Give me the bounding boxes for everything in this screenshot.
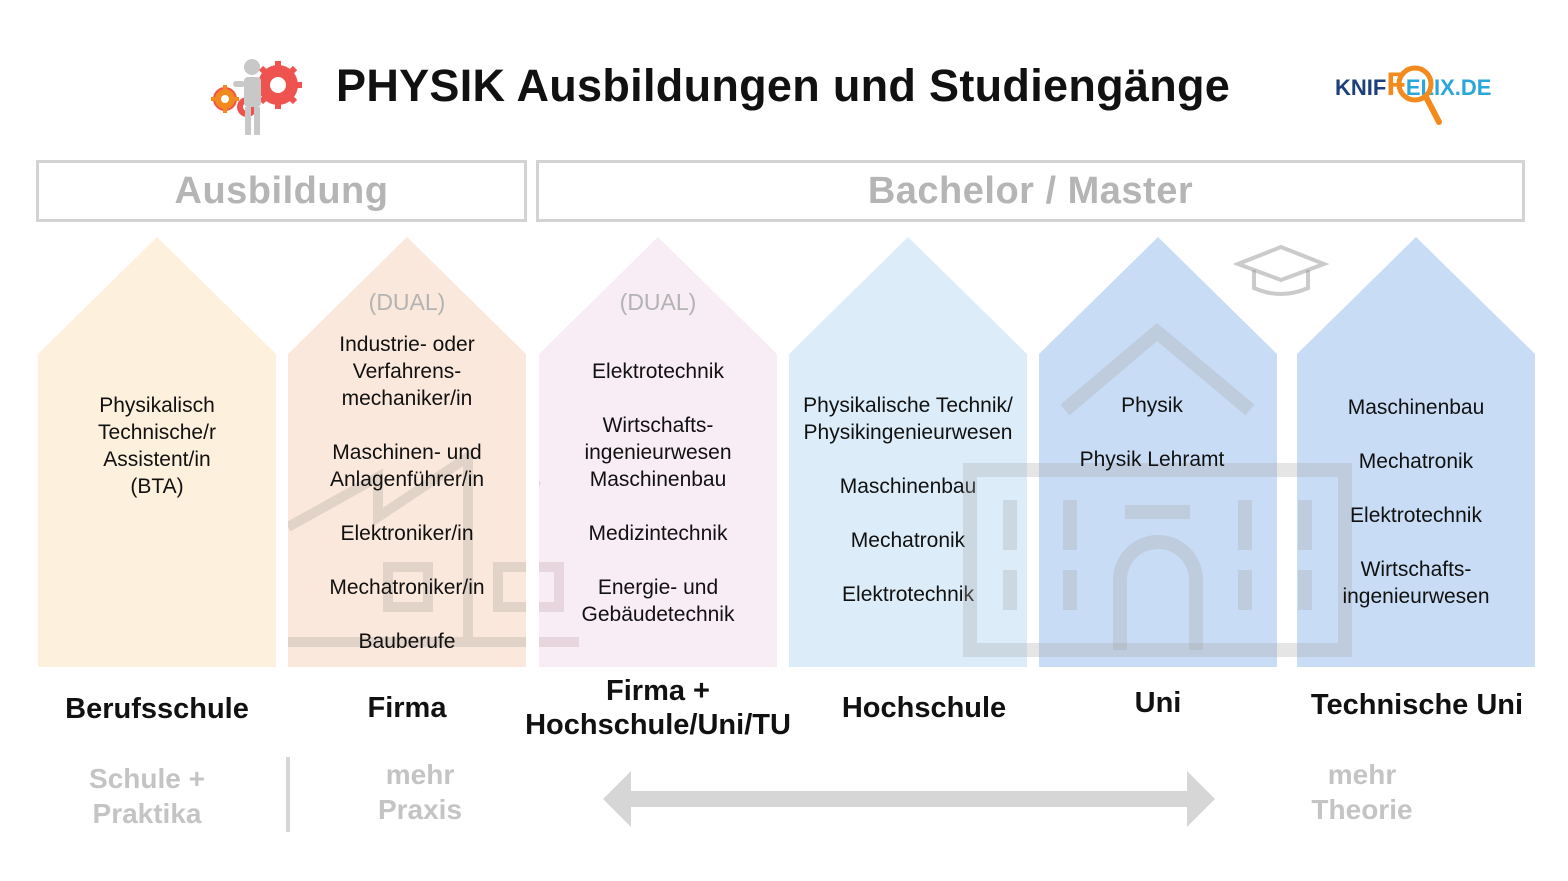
- divider: [286, 757, 290, 832]
- item-text: Elektroniker/in: [340, 522, 474, 545]
- item-text: Elektrotechnik: [592, 360, 724, 383]
- gear-figure-icon: [205, 55, 305, 140]
- house-uni: [1039, 237, 1277, 667]
- factory-icon: [539, 481, 579, 647]
- logo-text-part3: ELIX.DE: [1405, 75, 1492, 100]
- house-firma-hochschule: (DUAL) Elektrotechnik Wirtschafts- ingen…: [539, 237, 777, 667]
- item-text: Wirtschafts-: [602, 414, 714, 437]
- institution-line: Firma +: [606, 675, 710, 707]
- item-text: [1297, 529, 1535, 556]
- item-text: Physikingenieurwesen: [803, 421, 1013, 444]
- item-text: Mechatronik: [850, 529, 966, 552]
- category-ausbildung: Ausbildung: [36, 160, 527, 222]
- scale-line: mehr: [1327, 759, 1397, 790]
- scale-line: Schule +: [89, 763, 205, 794]
- item-text: Verfahrens-: [352, 360, 462, 383]
- item-text: Technische/r: [98, 421, 216, 444]
- item-text: [1297, 421, 1535, 448]
- item-text: [288, 412, 526, 439]
- institution-line: Hochschule/Uni/TU: [525, 709, 791, 741]
- item-text: Elektrotechnik: [842, 583, 974, 606]
- item-text: mechaniker/in: [341, 387, 473, 410]
- item-text: Medizintechnik: [588, 522, 728, 545]
- item-text: Gebäudetechnik: [581, 603, 735, 626]
- house-hochschule: Physikalische Technik/ Physikingenieurwe…: [789, 237, 1027, 667]
- logo-text-part1: KNIF: [1335, 75, 1387, 100]
- university-building-icon: [963, 322, 1352, 657]
- item-text: Assistent/in: [103, 448, 211, 471]
- category-bachelor-master: Bachelor / Master: [536, 160, 1525, 222]
- item-text: Physik Lehramt: [1079, 448, 1225, 471]
- item-text: Maschinenbau: [1347, 396, 1485, 419]
- scale-line: Praxis: [377, 794, 463, 825]
- scale-schule-praktika: Schule + Praktika: [47, 761, 247, 831]
- item-text: Physik: [1121, 394, 1183, 417]
- item-text: (BTA): [130, 475, 184, 498]
- item-text: ingenieurwesen: [584, 441, 732, 464]
- scale-line: Praktika: [92, 798, 202, 829]
- scale-line: Theorie: [1311, 794, 1413, 825]
- institution-berufsschule: Berufsschule: [65, 693, 249, 725]
- item-text: ingenieurwesen: [1342, 585, 1490, 608]
- house-firma: (DUAL) Industrie- oder Verfahrens- mecha…: [288, 237, 526, 667]
- item-text: [539, 385, 777, 412]
- house-berufsschule: Physikalisch Technische/r Assistent/in (…: [38, 237, 276, 667]
- item-text: Physikalische Technik/: [803, 394, 1013, 417]
- institution-technische-uni: Technische Uni: [1310, 689, 1524, 721]
- institution-firma-hochschule: Firma + Hochschule/Uni/TU: [508, 674, 808, 742]
- item-text: [288, 601, 526, 628]
- institution-hochschule: Hochschule: [841, 692, 1007, 724]
- item-text: Mechatronik: [1358, 450, 1474, 473]
- item-text: Industrie- oder: [339, 333, 475, 356]
- item-text: Mechatroniker/in: [329, 576, 485, 599]
- item-text: [288, 547, 526, 574]
- item-text: [1297, 475, 1535, 502]
- item-text: Wirtschafts-: [1360, 558, 1472, 581]
- item-text: Anlagenführer/in: [329, 468, 485, 491]
- item-text: [288, 493, 526, 520]
- graduation-cap-icon: [1234, 244, 1329, 296]
- item-text: Elektrotechnik: [1350, 504, 1482, 527]
- item-text: [539, 547, 777, 574]
- item-text: Physikalisch: [99, 394, 215, 417]
- institution-uni: Uni: [1134, 687, 1182, 719]
- scale-mehr-theorie: mehr Theorie: [1262, 757, 1462, 827]
- dual-label: (DUAL): [619, 289, 697, 315]
- item-text: Maschinen- und: [332, 441, 482, 464]
- item-text: Maschinenbau: [839, 475, 977, 498]
- item-text: Energie- und: [597, 576, 719, 599]
- magnifier-icon: [1393, 62, 1443, 126]
- institution-firma: Firma: [367, 692, 447, 724]
- item-text: Maschinenbau: [589, 468, 727, 491]
- item-text: Bauberufe: [358, 630, 456, 653]
- double-arrow-icon: [603, 771, 1215, 827]
- dual-label: (DUAL): [368, 289, 446, 315]
- house-technische-uni: [1297, 237, 1535, 667]
- page-title: PHYSIK Ausbildungen und Studiengänge: [336, 60, 1231, 111]
- item-text: [539, 493, 777, 520]
- item-text: [1033, 419, 1271, 446]
- scale-line: mehr: [385, 759, 455, 790]
- scale-mehr-praxis: mehr Praxis: [320, 757, 520, 827]
- factory-icon: [288, 447, 526, 647]
